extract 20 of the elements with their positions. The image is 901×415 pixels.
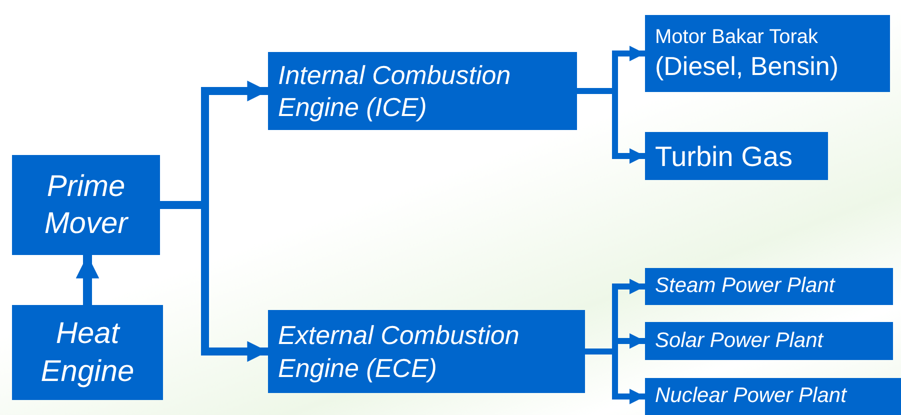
category-box: [645, 268, 893, 305]
category-box: [268, 52, 577, 130]
box-label: Prime Mover: [43, 168, 130, 242]
box-label: Internal Combustion Engine (ICE): [278, 58, 512, 124]
category-box: [645, 378, 901, 415]
box-label: Turbin Gas: [655, 140, 792, 174]
arrow: [76, 255, 100, 305]
box-label: Solar Power Plant: [655, 328, 824, 354]
box-label: Motor Bakar Torak: [655, 24, 818, 50]
category-box: [268, 310, 585, 393]
box-label: Heat Engine: [40, 316, 136, 390]
category-box: [12, 305, 163, 400]
box-label: Nuclear Power Plant: [655, 383, 846, 410]
category-box: [12, 155, 160, 255]
box-label: External Combustion Engine (ECE): [278, 319, 520, 384]
box-label: (Diesel, Bensin): [655, 50, 839, 82]
category-box: [645, 15, 890, 92]
box-label: Steam Power Plant: [655, 273, 835, 300]
category-box: [645, 132, 828, 180]
category-box: [645, 322, 893, 360]
